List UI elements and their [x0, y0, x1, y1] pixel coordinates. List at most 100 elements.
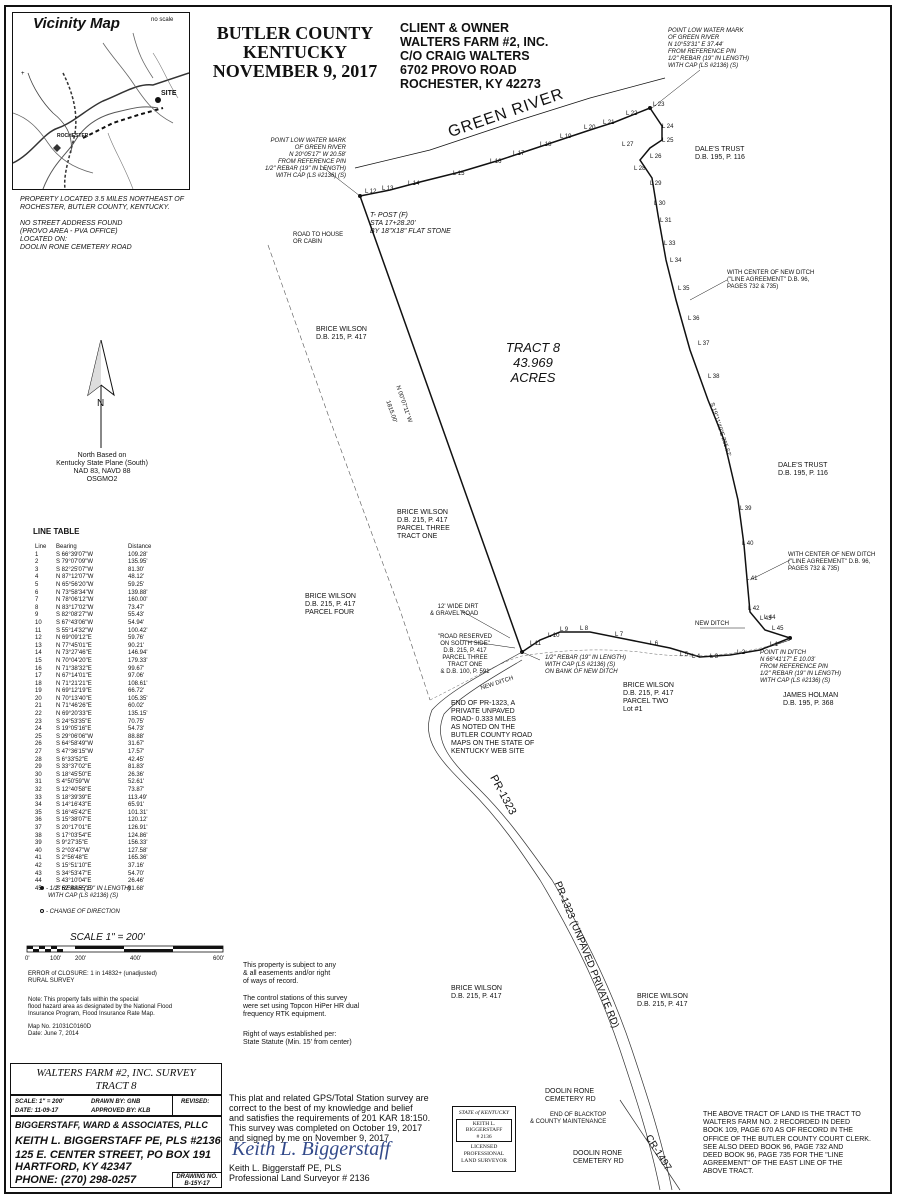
svg-text:L 43: L 43	[760, 616, 772, 622]
table-cell: 24	[35, 726, 42, 733]
table-cell: 25	[35, 733, 42, 740]
label-line: WITH CAP (LS #2136) (S)	[275, 173, 346, 179]
drawing-value: B-15Y-17	[184, 1181, 210, 1187]
label-line: ("LINE AGREEMENT" D.B. 96,	[727, 277, 810, 283]
svg-text:L 42: L 42	[748, 606, 760, 612]
svg-text:L 13: L 13	[382, 186, 394, 192]
table-cell: 59.25'	[128, 581, 145, 588]
label-line: BRICE WILSON	[305, 593, 356, 600]
table-cell: S 9°27'35"E	[56, 840, 89, 847]
drawing-number-box: DRAWING NO. B-15Y-17	[172, 1172, 221, 1188]
table-cell: 17	[35, 673, 42, 680]
survey-title-line: WALTERS FARM #2, INC. SURVEY	[36, 1067, 196, 1079]
note-line: DEED BOOK 96, PAGE 735 FOR THE "LINE	[703, 1152, 844, 1160]
label-line: DALE'S TRUST	[695, 146, 745, 153]
note-line: flood hazard area as designated by the N…	[28, 1004, 173, 1010]
note-line: Note: This property falls within the spe…	[28, 997, 139, 1003]
table-cell: S 29°06'06"W	[56, 733, 94, 740]
label-line: D.B. 215, P. 417	[316, 334, 367, 341]
svg-text:+: +	[21, 71, 25, 77]
table-cell: 26.36'	[128, 771, 145, 778]
svg-text:L 45: L 45	[772, 626, 784, 632]
t-post-label: T- POST (F)STA 17+28.20'BY 18"X18" FLAT …	[370, 212, 451, 236]
line-table-title: LINE TABLE	[33, 527, 80, 536]
table-cell: 37	[35, 824, 42, 831]
label-line: END OF BLACKTOP	[549, 1112, 607, 1118]
county-line-1: BUTLER COUNTY	[216, 23, 374, 43]
survey-title-line: TRACT 8	[95, 1080, 137, 1092]
table-cell: 29	[35, 764, 42, 771]
table-cell: 20	[35, 695, 42, 702]
svg-text:L 21: L 21	[603, 120, 615, 126]
label-line: FROM REFERENCE PIN	[668, 49, 737, 55]
table-cell: S 33°37'02"E	[56, 764, 92, 771]
new-ditch-label: NEW DITCH	[695, 621, 729, 627]
label-line: Lot #1	[623, 706, 643, 713]
label-line: PARCEL FOUR	[305, 609, 355, 616]
table-cell: 48.12'	[128, 574, 145, 581]
legend-direction: - CHANGE OF DIRECTION	[40, 909, 120, 916]
legend-text: - 1/2" REBAR (19" IN LENGTH)	[46, 886, 131, 892]
svg-text:L 34: L 34	[670, 258, 682, 264]
label-line: AS NOTED ON THE	[451, 724, 516, 731]
table-cell: 37.16'	[128, 862, 145, 869]
note-line: BOOK 109, PAGE 670 AS OF RECORD IN THE	[703, 1127, 853, 1135]
label-line: WITH CENTER OF NEW DITCH	[788, 552, 876, 558]
table-cell: 6	[35, 589, 39, 596]
note-line: & all easements and/or right	[243, 970, 331, 977]
sheet-border	[4, 5, 892, 1194]
table-cell: 156.33'	[128, 840, 148, 847]
note-line: RURAL SURVEY	[28, 978, 75, 984]
table-cell: 135.95'	[128, 559, 148, 566]
date-value: 11-09-17	[34, 1108, 59, 1114]
survey-title-box: WALTERS FARM #2, INC. SURVEY TRACT 8	[10, 1063, 222, 1095]
table-cell: 113.49'	[128, 794, 148, 801]
certification-statement: This plat and related GPS/Total Station …	[229, 1093, 430, 1143]
label-line: ROAD- 0.333 MILES	[451, 716, 516, 723]
table-cell: S 17°03'54"E	[56, 832, 92, 839]
label-line: POINT IN DITCH	[760, 650, 806, 656]
svg-text:L 7: L 7	[615, 632, 624, 638]
table-cell: 14	[35, 650, 42, 657]
svg-text:L 20: L 20	[584, 125, 596, 131]
label-line: N 10°53'31" E 37.44'	[668, 42, 724, 48]
table-cell: 88.88'	[128, 733, 145, 740]
legend-rebar: - 1/2" REBAR (19" IN LENGTH) WITH CAP (L…	[40, 886, 131, 900]
scale-tick: 200'	[75, 956, 87, 962]
table-cell: 90.21'	[128, 642, 145, 649]
firm-address-2: HARTFORD, KY 42347	[15, 1161, 132, 1173]
table-cell: 34	[35, 802, 42, 809]
boundary-east-line	[639, 107, 791, 639]
header-cell: Distance	[128, 544, 152, 550]
label-line: WITH CAP (LS #2136) (S)	[668, 63, 739, 69]
label-line: CEMETERY RD	[545, 1096, 596, 1103]
table-cell: 105.35'	[128, 695, 148, 702]
table-cell: 73.47'	[128, 604, 145, 611]
svg-text:L 3: L 3	[710, 654, 719, 660]
label-line: TRACT ONE	[447, 662, 483, 668]
svg-text:L 37: L 37	[698, 341, 710, 347]
cert-line: Professional Land Surveyor # 2136	[229, 1173, 370, 1183]
table-cell: N 69°12'19"E	[56, 688, 92, 695]
label-line: BRICE WILSON	[637, 993, 688, 1000]
note-line: PROPERTY LOCATED 3.5 MILES NORTHEAST OF	[20, 196, 185, 203]
label-line: N 66°41'17" E 10.03'	[760, 657, 816, 663]
svg-text:L 33: L 33	[664, 241, 676, 247]
table-cell: S 16°45'42"E	[56, 809, 92, 816]
svg-text:L 11: L 11	[530, 641, 542, 647]
table-cell: N 69°20'33"E	[56, 711, 92, 718]
table-cell: S 47°36'15"W	[56, 749, 94, 756]
closure-note: ERROR of CLOSURE: 1 in 14832+ (unadjuste…	[28, 971, 157, 985]
direction-circle-icon	[40, 909, 44, 913]
